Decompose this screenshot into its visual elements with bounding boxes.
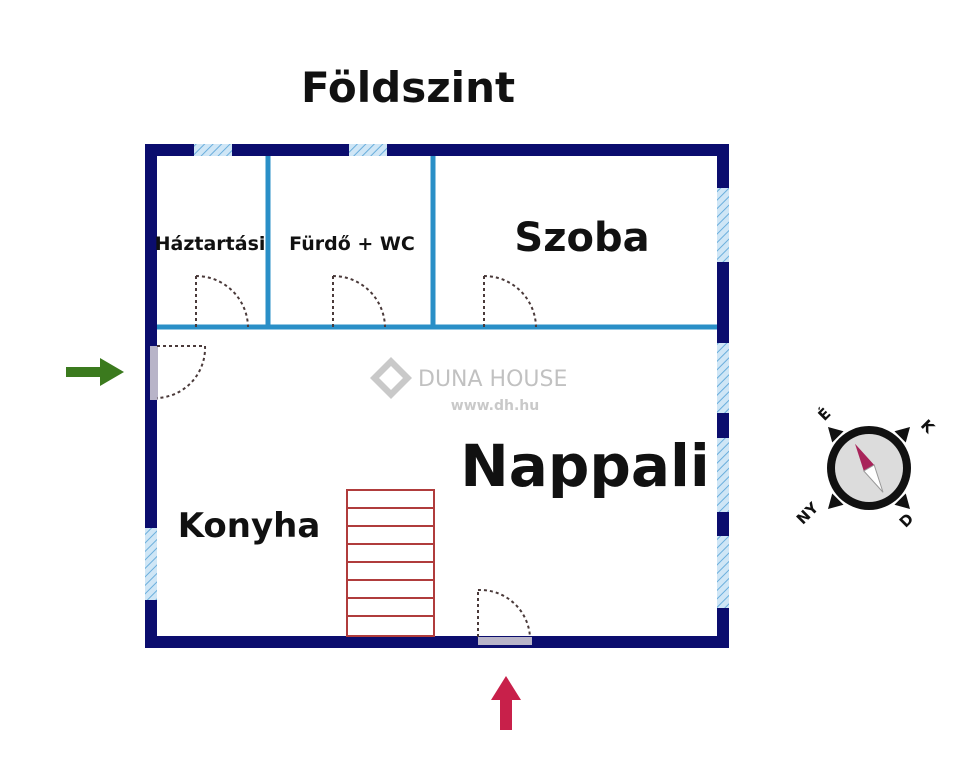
door-left-entry: [150, 345, 207, 400]
watermark: DUNA HOUSE www.dh.hu: [370, 357, 567, 414]
compass-east-label: K: [917, 416, 939, 438]
room-label-haztartasi: Háztartási: [155, 233, 266, 255]
watermark-url: www.dh.hu: [451, 398, 539, 414]
door-szoba: [483, 275, 537, 328]
room-label-nappali: Nappali: [460, 432, 710, 500]
window-right-4: [717, 536, 729, 608]
window-right-2: [717, 343, 729, 413]
compass-west-label: NY: [793, 498, 823, 528]
floor-title: Földszint: [301, 63, 515, 112]
door-bottom-entry: [477, 588, 532, 645]
compass-north-label: É: [814, 404, 835, 425]
watermark-brand: DUNA HOUSE: [418, 367, 567, 392]
window-top-left: [194, 144, 232, 156]
entry-arrow-left-icon: [66, 358, 124, 386]
compass-icon: É K D NY: [793, 404, 939, 532]
stairs: [346, 489, 435, 637]
window-right-3: [717, 438, 729, 512]
duna-house-logo-icon: [370, 357, 412, 399]
door-furdo: [332, 275, 386, 328]
door-haztartasi: [195, 275, 249, 328]
compass-south-label: D: [896, 510, 918, 532]
room-label-szoba: Szoba: [514, 215, 649, 261]
window-left: [145, 528, 157, 600]
entry-arrow-bottom-icon: [491, 676, 521, 730]
room-label-konyha: Konyha: [178, 506, 321, 546]
window-top-middle: [349, 144, 387, 156]
room-label-furdo: Fürdő + WC: [289, 233, 415, 255]
window-right-1: [717, 188, 729, 262]
